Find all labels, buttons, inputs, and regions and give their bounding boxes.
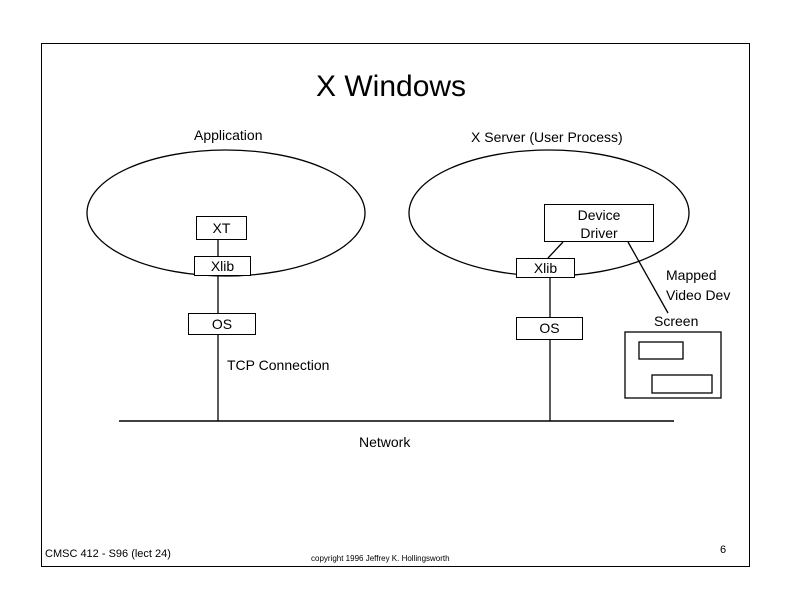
mapped-label-line1: Mapped <box>666 267 717 283</box>
screen-label: Screen <box>654 313 699 329</box>
mapped-video-line <box>627 241 669 314</box>
page-number: 6 <box>720 544 727 556</box>
device-driver-box: Device Driver <box>544 204 654 242</box>
client-xlib-box: Xlib <box>194 256 251 276</box>
xt-label: XT <box>212 220 231 236</box>
slide-title: X Windows <box>316 70 467 103</box>
server-os-box: OS <box>516 317 583 340</box>
xt-box: XT <box>196 216 247 240</box>
application-ellipse <box>86 149 366 277</box>
server-xlib-box: Xlib <box>516 258 575 278</box>
client-os-box: OS <box>188 313 256 335</box>
device-driver-label-line1: Device <box>577 207 621 223</box>
client-os-label: OS <box>211 316 233 332</box>
network-label: Network <box>359 434 411 450</box>
screen-window-2 <box>651 374 713 394</box>
server-xlib-label: Xlib <box>533 260 558 276</box>
server-os-label: OS <box>539 320 560 336</box>
server-driver-xlib-line <box>547 241 564 259</box>
footer-course: CMSC 412 - S96 (lect 24) <box>45 548 171 560</box>
x-server-label: X Server (User Process) <box>471 129 623 145</box>
tcp-connection-label: TCP Connection <box>227 357 330 373</box>
slide-frame <box>41 43 750 567</box>
device-driver-label-line2: Driver <box>580 225 618 241</box>
mapped-label-line2: Video Dev <box>666 287 731 303</box>
client-xlib-label: Xlib <box>210 258 235 274</box>
screen-rect <box>624 331 722 399</box>
application-label: Application <box>194 127 263 143</box>
footer-copyright: copyright 1996 Jeffrey K. Hollingsworth <box>311 554 450 563</box>
screen-window-1 <box>638 341 684 360</box>
